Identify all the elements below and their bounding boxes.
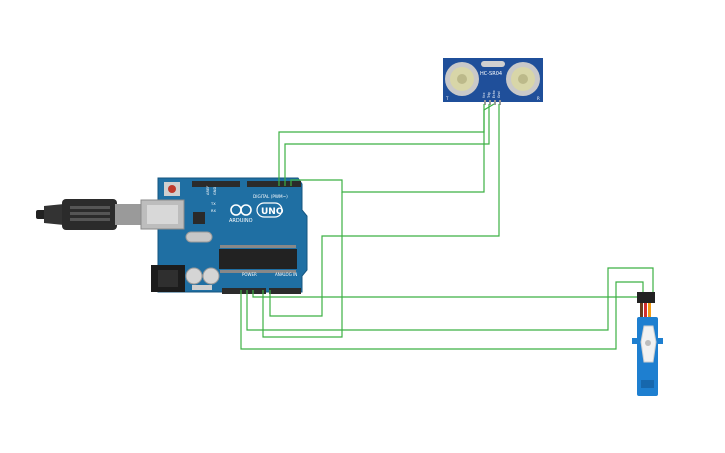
sensor-pin-echo[interactable] — [494, 100, 496, 105]
wire-vcc[interactable] — [278, 104, 485, 186]
capacitor-2 — [202, 267, 220, 285]
capacitor-1 — [185, 267, 203, 285]
sensor-pin-trig[interactable] — [489, 100, 491, 105]
sensor-pin-vcc-label: Vcc — [482, 92, 486, 98]
usb-cable-tail — [36, 210, 46, 219]
rx-label: RX — [211, 209, 216, 213]
wire-trig[interactable] — [284, 104, 490, 186]
digital-label: DIGITAL (PWM~) — [253, 194, 288, 199]
wire-echo[interactable] — [290, 103, 495, 193]
tx-label: TX — [210, 202, 216, 206]
usb-chip — [193, 212, 205, 224]
aref-label: AREF — [206, 186, 210, 195]
hc-sr04-sensor[interactable]: HC-SR04 T R Vcc Trig Echo Gnd — [443, 58, 543, 105]
sensor-mark-r: R — [537, 96, 540, 101]
wire-servo-power[interactable] — [246, 267, 654, 331]
wire-sensor-gnd[interactable] — [269, 104, 500, 317]
atmega-chip — [219, 249, 297, 269]
analog-header[interactable] — [269, 288, 301, 294]
sensor-pin-trig-label: Trig — [487, 92, 491, 99]
crystal-oscillator — [185, 231, 213, 243]
sensor-pin-echo-label: Echo — [492, 90, 496, 98]
usb-cable-strain-relief — [44, 204, 64, 225]
sensor-label: HC-SR04 — [480, 71, 502, 77]
wire-servo-gnd[interactable] — [240, 281, 644, 350]
sensor-crystal — [481, 61, 505, 67]
wires[interactable] — [240, 103, 654, 350]
arduino-brand-label: ARDUINO — [229, 218, 253, 224]
sensor-mark-t: T — [445, 96, 449, 101]
arduino-logo-icon — [230, 204, 252, 216]
micro-servo[interactable] — [632, 292, 663, 396]
usb-cable[interactable] — [36, 199, 141, 230]
sensor-pin-gnd-label: Gnd — [497, 91, 501, 98]
wire-sensor-power[interactable] — [262, 192, 343, 338]
sensor-pin-vcc[interactable] — [484, 100, 486, 105]
analog-label: ANALOG IN — [275, 272, 297, 277]
digital-header[interactable] — [192, 181, 301, 187]
reset-button-cap[interactable] — [168, 185, 176, 193]
arduino-model-label: UNO — [261, 207, 284, 217]
arduino-uno-board[interactable]: DIGITAL (PWM~) AREF GND TX RX ARDUINO UN… — [140, 177, 308, 294]
usb-plug-metal — [115, 204, 141, 225]
power-label: POWER — [242, 272, 257, 277]
power-header[interactable] — [222, 288, 266, 294]
sensor-pin-gnd[interactable] — [499, 100, 501, 105]
wire-servo-signal[interactable] — [252, 290, 637, 298]
gnd-label: GND — [213, 187, 217, 195]
servo-connector — [637, 292, 655, 303]
